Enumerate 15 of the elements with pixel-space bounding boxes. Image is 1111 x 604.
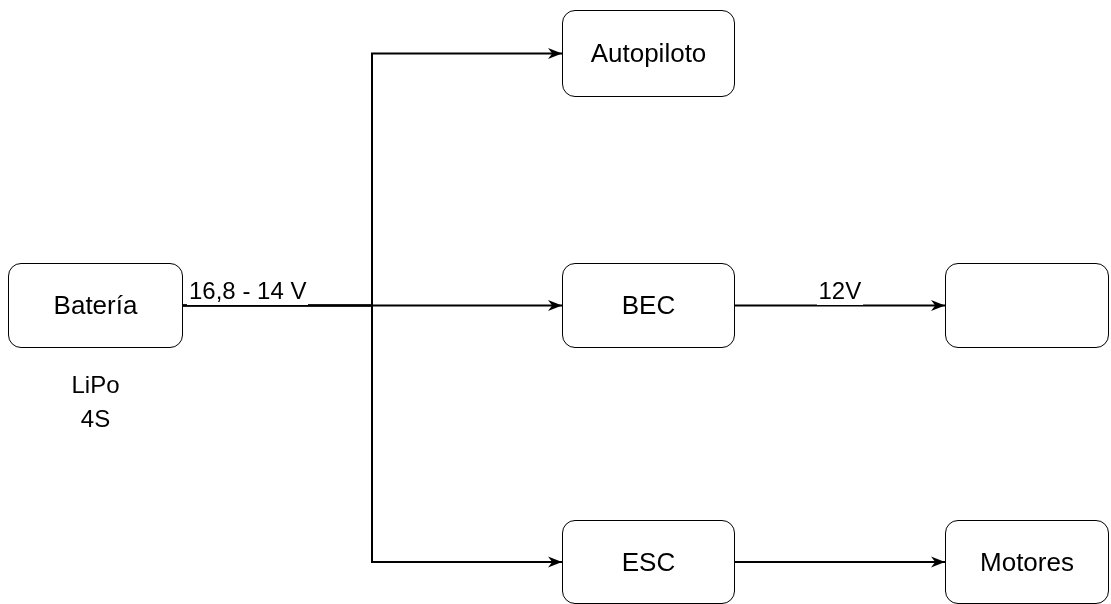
process-box (562, 520, 735, 604)
process-box (562, 10, 735, 97)
process-box (945, 520, 1109, 604)
empty-box (945, 263, 1109, 348)
box-label: ESC (621, 546, 676, 578)
arrow (182, 304, 563, 568)
box-label: Batería (53, 290, 138, 321)
arrow (734, 299, 946, 312)
arrow (734, 556, 946, 568)
box-label: Autopiloto (590, 38, 707, 69)
box-label: Motores (980, 546, 1074, 578)
process-box (562, 263, 735, 348)
node-caption: LiPo 4S (70, 370, 121, 434)
box-label: BEC (621, 290, 676, 321)
process-box (8, 263, 183, 348)
